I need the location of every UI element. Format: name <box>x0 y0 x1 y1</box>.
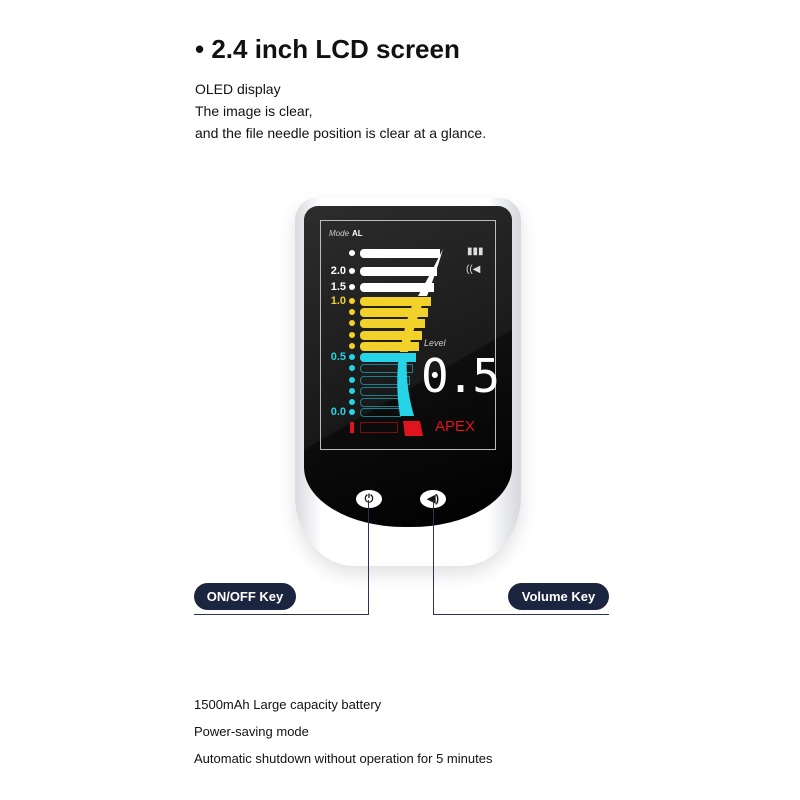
mode-label: Mode <box>329 229 350 238</box>
callout-line <box>433 614 609 615</box>
arc-white <box>418 249 443 296</box>
scale-dot <box>349 343 355 349</box>
feature-line: Automatic shutdown without operation for… <box>194 751 493 766</box>
level-value: 0.5 <box>421 349 500 403</box>
scale-dot <box>349 399 355 405</box>
scale-dot <box>349 365 355 371</box>
depth-bar <box>360 297 431 306</box>
feature-line: Power-saving mode <box>194 724 309 739</box>
depth-bar <box>360 376 410 385</box>
battery-icon: ▮▮▮ <box>467 246 484 257</box>
scale-label: 1.5 <box>330 281 346 293</box>
depth-bar <box>360 319 425 328</box>
depth-bar <box>360 342 419 351</box>
description-line: The image is clear, <box>195 103 313 119</box>
scale-dot <box>349 377 355 383</box>
depth-bar <box>360 308 428 317</box>
scale-dot <box>349 298 355 304</box>
scale-dot <box>349 354 355 360</box>
scale-dot <box>349 409 355 415</box>
depth-bar <box>360 249 440 258</box>
scale-label: 0.5 <box>330 351 346 363</box>
scale-dot <box>349 332 355 338</box>
depth-bar <box>360 364 413 373</box>
feature-line: 1500mAh Large capacity battery <box>194 697 382 712</box>
scale-dot <box>349 320 355 326</box>
callout-line <box>433 500 434 615</box>
scale-dot <box>349 309 355 315</box>
apex-bar <box>360 422 398 433</box>
volume-button[interactable]: ◀) <box>420 490 446 508</box>
arc-yellow <box>400 300 424 352</box>
scale-dot <box>349 284 355 290</box>
callout-line <box>194 614 369 615</box>
mode-value: AL <box>352 229 363 238</box>
page-title: • 2.4 inch LCD screen <box>195 34 460 64</box>
scale-dot <box>349 388 355 394</box>
scale-label: 0.0 <box>330 406 346 418</box>
depth-bar <box>360 267 437 276</box>
display-panel <box>320 220 496 450</box>
arc-cyan <box>397 356 414 416</box>
apex-label: APEX <box>435 418 476 435</box>
volume-key-label: Volume Key <box>508 583 609 610</box>
scale-dot <box>349 250 355 256</box>
arc-red <box>403 421 423 436</box>
description-line: and the file needle position is clear at… <box>195 125 487 141</box>
device-screen <box>304 206 512 527</box>
description-line: OLED display <box>195 81 281 97</box>
power-button[interactable]: ⏻ <box>356 490 382 508</box>
scale-dot <box>349 268 355 274</box>
depth-bar <box>360 331 422 340</box>
scale-label: 2.0 <box>330 265 346 277</box>
depth-bar <box>360 353 416 362</box>
depth-bar <box>360 283 434 292</box>
speaker-volume-icon: ((◀ <box>466 264 481 275</box>
apex-marker <box>350 422 354 433</box>
on-off-key-label: ON/OFF Key <box>194 583 296 610</box>
scale-label: 1.0 <box>330 295 346 307</box>
callout-line <box>368 500 369 615</box>
level-label: Level <box>424 338 446 348</box>
